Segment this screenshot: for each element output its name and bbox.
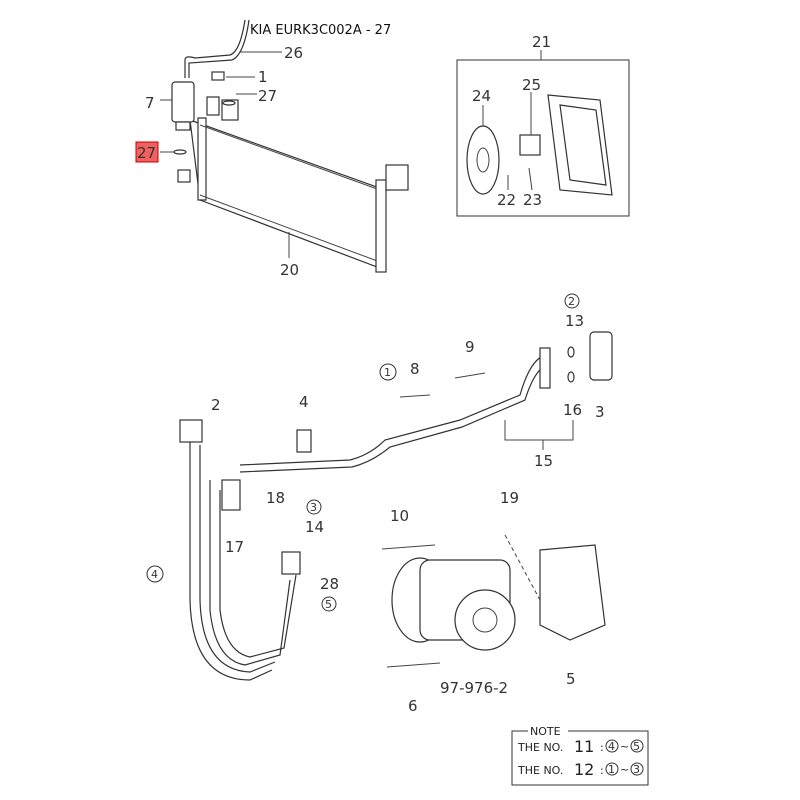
condenser-part [189,117,409,273]
callout-6[interactable]: 6 [408,697,418,715]
svg-text:5: 5 [325,598,332,611]
highlight-box [135,141,159,163]
note-row-2-from: 1 [608,763,615,776]
note-box: NOTE THE NO. 11 : 4 ~ 5 THE NO. 12 : 1 ~… [511,725,649,786]
callout-20[interactable]: 20 [280,261,299,279]
callout-27[interactable]: 27 [258,87,277,105]
callout-1[interactable]: 1 [258,68,268,86]
note-row-1-tilde: ~ [620,740,629,753]
svg-text:2: 2 [568,295,575,308]
svg-text:1: 1 [384,366,391,379]
callout-10[interactable]: 10 [390,507,409,525]
callout-21[interactable]: 21 [532,33,551,51]
callout-23[interactable]: 23 [523,191,542,209]
callout-19[interactable]: 19 [500,489,519,507]
note-row-1-from: 4 [608,740,615,753]
note-row-1-prefix: THE NO. [517,741,563,754]
receiver-drier-part [171,19,250,183]
callout-22[interactable]: 22 [497,191,516,209]
note-row-2-number: 12 [574,760,594,779]
ac-hoses-part [179,331,613,681]
diagram-title: KIA EURK3C002A - 27 [250,23,391,38]
callout-5[interactable]: 5 [566,670,576,688]
circled-callout-1[interactable]: 1 [379,363,397,381]
circled-callout-2[interactable]: 2 [564,293,580,309]
svg-text:3: 3 [310,501,317,514]
svg-text:4: 4 [151,568,158,581]
circled-callout-5[interactable]: 5 [321,596,337,612]
callout-24[interactable]: 24 [472,87,491,105]
callout-28[interactable]: 28 [320,575,339,593]
callout-27-highlighted[interactable]: 27 [137,144,156,162]
note-row-1-number: 11 [574,737,594,756]
compressor-part [381,534,606,668]
callout-4[interactable]: 4 [299,393,309,411]
fan-assembly-part [456,50,630,217]
callout-3[interactable]: 3 [595,403,605,421]
callout-2[interactable]: 2 [211,396,221,414]
note-row-1-to: 5 [633,740,640,753]
note-row-2-prefix: THE NO. [517,764,563,777]
note-row-2-sep: : [600,764,604,777]
note-heading: NOTE [530,725,561,738]
circled-callout-4[interactable]: 4 [146,565,164,583]
callout-18[interactable]: 18 [266,489,285,507]
callout-13[interactable]: 13 [565,312,584,330]
callout-16[interactable]: 16 [563,401,582,419]
callout-15[interactable]: 15 [534,452,553,470]
callout-26[interactable]: 26 [284,44,303,62]
note-row-2-tilde: ~ [620,763,629,776]
note-row-2-to: 3 [633,763,640,776]
callout-7[interactable]: 7 [145,94,155,112]
reference-97-976-2[interactable]: 97-976-2 [440,679,508,697]
callout-8[interactable]: 8 [410,360,420,378]
circled-callout-3[interactable]: 3 [306,499,322,515]
callout-25[interactable]: 25 [522,76,541,94]
callout-9[interactable]: 9 [465,338,475,356]
callout-17[interactable]: 17 [225,538,244,556]
note-row-1-sep: : [600,741,604,754]
callout-14[interactable]: 14 [305,518,324,536]
